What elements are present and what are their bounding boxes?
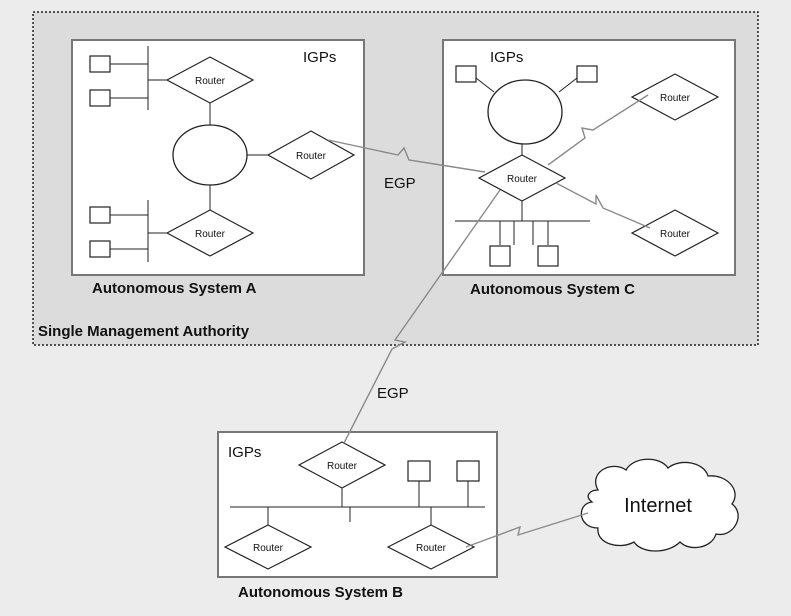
egp-label-top: EGP	[384, 175, 416, 192]
host-icon	[489, 245, 511, 267]
autonomous-system-c: IGPs Router Router Router Auton	[442, 39, 736, 298]
svg-text:Router: Router	[195, 76, 226, 87]
egp-links	[327, 94, 651, 548]
wan-link-c-lower	[555, 182, 651, 229]
egp-label-bottom: EGP	[377, 385, 409, 402]
svg-text:Router: Router	[327, 461, 358, 472]
as-b-igps-label: IGPs	[228, 444, 261, 461]
router-icon: Router	[165, 56, 255, 104]
authority-label: Single Management Authority	[38, 323, 250, 340]
svg-text:Router: Router	[253, 543, 284, 554]
internet-label: Internet	[624, 495, 692, 517]
router-icon: Router	[630, 73, 720, 121]
router-icon: Router	[266, 130, 356, 180]
host-icon	[89, 240, 111, 258]
svg-text:Router: Router	[416, 543, 447, 554]
host-icon	[407, 460, 431, 482]
svg-text:Router: Router	[507, 174, 538, 185]
egp-link-a-c	[327, 139, 486, 173]
router-icon: Router	[477, 154, 567, 202]
autonomous-system-a: IGPs Router Router Router	[71, 39, 365, 297]
as-b-label: Autonomous System B	[238, 584, 403, 601]
egp-link-c-b	[343, 189, 501, 444]
as-a-igps-label: IGPs	[303, 49, 336, 66]
host-icon	[537, 245, 559, 267]
host-icon	[455, 65, 477, 83]
internet-cloud: Internet	[580, 458, 739, 552]
ring-network	[487, 79, 563, 145]
router-icon: Router	[297, 441, 387, 489]
wan-link-b-internet	[465, 512, 589, 548]
svg-text:Router: Router	[660, 229, 691, 240]
host-icon	[89, 89, 111, 107]
router-icon: Router	[223, 524, 313, 570]
wan-link-c-upper	[547, 94, 649, 166]
host-icon	[89, 55, 111, 73]
as-a-label: Autonomous System A	[92, 280, 257, 297]
router-icon: Router	[165, 209, 255, 257]
svg-text:Router: Router	[296, 151, 327, 162]
svg-text:Router: Router	[195, 229, 226, 240]
router-icon: Router	[386, 524, 476, 570]
ring-network	[172, 124, 248, 186]
autonomous-system-b: IGPs Router Router Router Autonomous Sys…	[217, 431, 498, 601]
cloud-icon	[580, 458, 739, 552]
router-icon: Router	[630, 209, 720, 257]
svg-text:Router: Router	[660, 93, 691, 104]
host-icon	[576, 65, 598, 83]
as-c-label: Autonomous System C	[470, 281, 635, 298]
as-c-igps-label: IGPs	[490, 49, 523, 66]
host-icon	[89, 206, 111, 224]
host-icon	[456, 460, 480, 482]
